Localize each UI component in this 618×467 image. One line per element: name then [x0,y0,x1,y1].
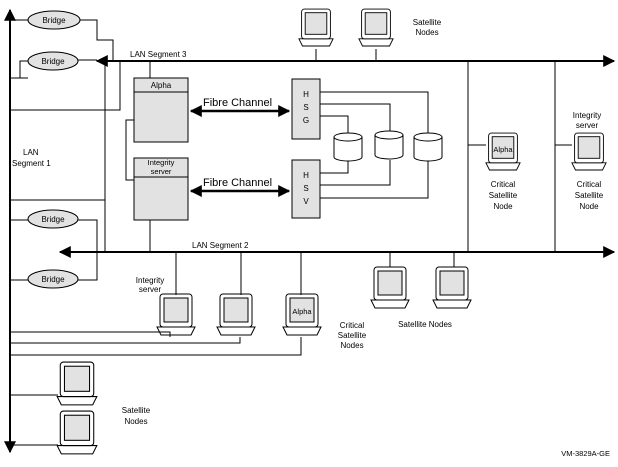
bridge-2: Bridge [27,51,79,71]
satellite-node-mid-2 [432,266,472,309]
critical-nodes-label-1: Critical [340,321,365,330]
alpha-terminal-label: Alpha [292,307,312,316]
alpha-server-label: Alpha [151,81,172,90]
critical-right-caption-2: server [576,121,599,130]
hsv-letter-s: S [303,184,308,193]
satellite-top-label-1: Satellite [413,18,442,27]
satellite-node-mid-1 [370,266,410,309]
critical-nodes-label-2: Satellite [338,331,367,340]
server-wiring [104,60,151,252]
satellite-bottom-label-1: Satellite [122,406,151,415]
critical-left-label-2: Satellite [489,191,518,200]
bridge-4-label: Bridge [41,275,65,284]
critical-left-label-3: Node [493,202,513,211]
hsg-letter-g: G [303,116,309,125]
satellite-node-bottom-1 [56,361,98,406]
lan-segment-3-label: LAN Segment 3 [130,50,187,59]
bridge-1: Bridge [27,10,81,30]
satellite-top-label-2: Nodes [415,28,438,37]
satellite-bottom-label-2: Nodes [124,417,147,426]
integrity-server-caption-1: Integrity [136,276,164,285]
hsv-letter-v: V [303,197,309,206]
satellite-node-top-2 [358,8,394,47]
storage-wiring [320,91,429,199]
integrity-server-caption-2: server [139,285,162,294]
hsv-controller: H S V [291,159,321,219]
figure-id: VM-3829A-GE [561,449,610,458]
integrity-server-terminal [156,293,196,336]
integrity-server-label-1: Integrity [148,158,175,167]
bridge-3-label: Bridge [41,215,65,224]
lan-segment-1-label-line1: LAN [23,148,39,157]
satellite-node-bottom-2 [56,410,98,455]
storage-disk-2 [374,130,404,160]
fibre-channel-label-1: Fibre Channel [203,97,272,109]
critical-alpha-terminal-label: Alpha [493,145,513,154]
critical-right-label-3: Node [579,202,599,211]
storage-disk-1 [333,132,363,162]
integrity-server-label-2: server [151,167,172,176]
critical-node-terminal-2 [216,293,256,336]
hsv-letter-h: H [303,171,309,180]
critical-right-label-1: Critical [577,180,602,189]
bridge-4: Bridge [27,269,79,289]
lan-segment-1-label-line2: Segment 1 [12,159,51,168]
fibre-channel-label-2: Fibre Channel [203,177,272,189]
bridge-1-label: Bridge [42,16,66,25]
critical-right-caption-1: Integrity [573,111,601,120]
satellite-node-top-1 [298,8,334,47]
critical-left-label-1: Critical [491,180,516,189]
critical-right-label-2: Satellite [575,191,604,200]
lan-segment-2-label: LAN Segment 2 [192,241,249,250]
critical-integrity-link-1 [554,61,572,146]
integrity-server: Integrity server [133,157,189,221]
hsg-letter-s: S [303,103,308,112]
hsg-letter-h: H [303,90,309,99]
satellite-mid-label: Satellite Nodes [398,320,452,329]
bridge-2-link [10,60,28,79]
critical-alpha-link-1 [467,61,486,146]
storage-disk-3 [413,132,443,162]
alpha-server: Alpha [133,77,189,143]
hsg-controller: H S G [291,78,321,140]
bridge-3: Bridge [27,209,79,229]
critical-satellite-node-integrity [571,132,607,171]
lan2-node-wiring [10,252,455,356]
bridge-2-label: Bridge [41,57,65,66]
critical-nodes-label-3: Nodes [340,341,363,350]
